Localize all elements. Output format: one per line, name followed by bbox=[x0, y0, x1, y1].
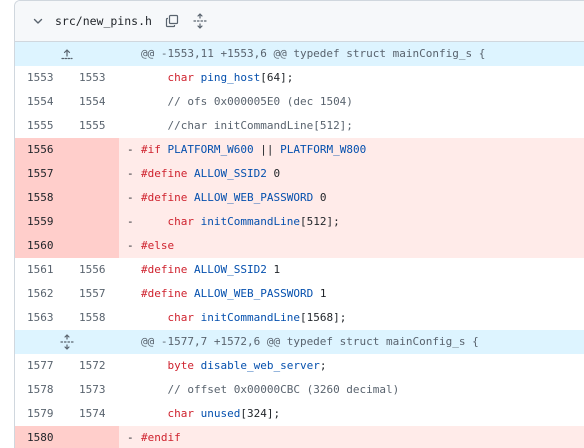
line-code: -#else bbox=[119, 234, 584, 258]
line-code: - char initCommandLine[512]; bbox=[119, 210, 584, 234]
diff-line: 1561 1556 #define ALLOW_SSID2 1 bbox=[15, 258, 584, 282]
old-line-number[interactable]: 1577 bbox=[27, 359, 54, 372]
line-code: -#define ALLOW_SSID2 0 bbox=[119, 162, 584, 186]
diff-line: 1554 1554 // ofs 0x000005E0 (dec 1504) bbox=[15, 90, 584, 114]
old-line-number[interactable]: 1553 bbox=[27, 71, 54, 84]
new-line-number[interactable]: 1556 bbox=[79, 263, 106, 276]
line-code: #define ALLOW_SSID2 1 bbox=[141, 263, 281, 276]
deleted-line: 1557 -#define ALLOW_SSID2 0 bbox=[15, 162, 584, 186]
new-line-number[interactable]: 1555 bbox=[79, 119, 106, 132]
new-line-number[interactable] bbox=[67, 162, 119, 186]
diff-line: 1553 1553 char ping_host[64]; bbox=[15, 66, 584, 90]
expand-up-icon[interactable] bbox=[15, 42, 119, 66]
deleted-line: 1559 - char initCommandLine[512]; bbox=[15, 210, 584, 234]
old-line-number[interactable]: 1557 bbox=[15, 162, 67, 186]
old-line-number[interactable]: 1561 bbox=[27, 263, 54, 276]
old-line-number[interactable]: 1560 bbox=[15, 234, 67, 258]
diff-line: 1555 1555 //char initCommandLine[512]; bbox=[15, 114, 584, 138]
file-name[interactable]: src/new_pins.h bbox=[55, 14, 152, 28]
deleted-line: 1580 -#endif bbox=[15, 426, 584, 448]
line-code: char unused[324]; bbox=[167, 407, 281, 420]
old-line-number[interactable]: 1554 bbox=[27, 95, 54, 108]
new-line-number[interactable]: 1574 bbox=[79, 407, 106, 420]
file-header: src/new_pins.h bbox=[15, 1, 584, 42]
old-line-number[interactable]: 1562 bbox=[27, 287, 54, 300]
unfold-icon[interactable] bbox=[15, 330, 119, 354]
line-code: -#if PLATFORM_W600 || PLATFORM_W800 bbox=[119, 138, 584, 162]
new-line-number[interactable] bbox=[67, 210, 119, 234]
line-code: #define ALLOW_WEB_PASSWORD 1 bbox=[141, 287, 327, 300]
diff-line: 1562 1557 #define ALLOW_WEB_PASSWORD 1 bbox=[15, 282, 584, 306]
diff-line: 1563 1558 char initCommandLine[1568]; bbox=[15, 306, 584, 330]
line-code: // ofs 0x000005E0 (dec 1504) bbox=[167, 95, 353, 108]
hunk-header-text: @@ -1553,11 +1553,6 @@ typedef struct ma… bbox=[119, 42, 584, 66]
line-code: // offset 0x00000CBC (3260 decimal) bbox=[167, 383, 400, 396]
line-code: -#endif bbox=[119, 426, 584, 448]
hunk-header-text: @@ -1577,7 +1572,6 @@ typedef struct mai… bbox=[119, 330, 584, 354]
line-code: char initCommandLine[1568]; bbox=[167, 311, 347, 324]
new-line-number[interactable]: 1572 bbox=[79, 359, 106, 372]
diff-table: @@ -1553,11 +1553,6 @@ typedef struct ma… bbox=[15, 42, 584, 448]
copy-icon[interactable] bbox=[162, 11, 182, 31]
new-line-number[interactable]: 1573 bbox=[79, 383, 106, 396]
new-line-number[interactable] bbox=[67, 426, 119, 448]
diff-line: 1577 1572 byte disable_web_server; bbox=[15, 354, 584, 378]
line-code: byte disable_web_server; bbox=[167, 359, 327, 372]
unfold-icon[interactable] bbox=[190, 11, 210, 31]
new-line-number[interactable] bbox=[67, 234, 119, 258]
hunk-header: @@ -1577,7 +1572,6 @@ typedef struct mai… bbox=[15, 330, 584, 354]
old-line-number[interactable]: 1579 bbox=[27, 407, 54, 420]
old-line-number[interactable]: 1563 bbox=[27, 311, 54, 324]
deleted-line: 1556 -#if PLATFORM_W600 || PLATFORM_W800 bbox=[15, 138, 584, 162]
old-line-number[interactable]: 1555 bbox=[27, 119, 54, 132]
line-code: char ping_host[64]; bbox=[167, 71, 294, 84]
diff-line: 1579 1574 char unused[324]; bbox=[15, 402, 584, 426]
new-line-number[interactable]: 1553 bbox=[79, 71, 106, 84]
old-line-number[interactable]: 1580 bbox=[15, 426, 67, 448]
diff-file: src/new_pins.h @@ -1553,11 +1 bbox=[14, 0, 584, 448]
new-line-number[interactable]: 1558 bbox=[79, 311, 106, 324]
new-line-number[interactable] bbox=[67, 186, 119, 210]
diff-line: 1578 1573 // offset 0x00000CBC (3260 dec… bbox=[15, 378, 584, 402]
new-line-number[interactable]: 1557 bbox=[79, 287, 106, 300]
old-line-number[interactable]: 1559 bbox=[15, 210, 67, 234]
line-code: //char initCommandLine[512]; bbox=[167, 119, 353, 132]
hunk-header: @@ -1553,11 +1553,6 @@ typedef struct ma… bbox=[15, 42, 584, 66]
old-line-number[interactable]: 1556 bbox=[15, 138, 67, 162]
deleted-line: 1560 -#else bbox=[15, 234, 584, 258]
deleted-line: 1558 -#define ALLOW_WEB_PASSWORD 0 bbox=[15, 186, 584, 210]
old-line-number[interactable]: 1578 bbox=[27, 383, 54, 396]
old-line-number[interactable]: 1558 bbox=[15, 186, 67, 210]
new-line-number[interactable] bbox=[67, 138, 119, 162]
line-code: -#define ALLOW_WEB_PASSWORD 0 bbox=[119, 186, 584, 210]
new-line-number[interactable]: 1554 bbox=[79, 95, 106, 108]
chevron-down-icon[interactable] bbox=[29, 12, 47, 30]
